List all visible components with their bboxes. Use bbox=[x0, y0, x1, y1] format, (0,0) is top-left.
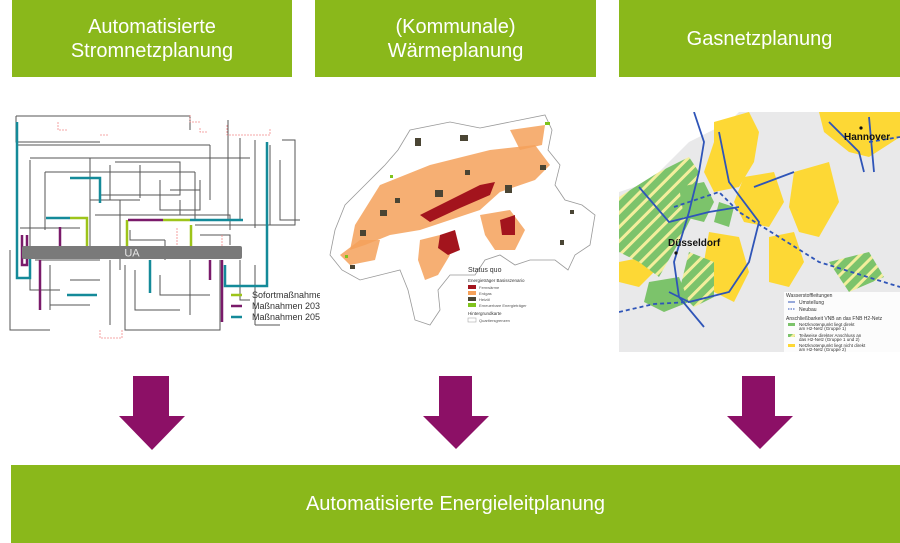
legend-title: Wasserstoffleitungen bbox=[786, 293, 833, 299]
box-title-line: Wärmeplanung bbox=[387, 39, 524, 62]
legend-swatch bbox=[788, 344, 795, 347]
legend-label: Heizöl bbox=[479, 297, 490, 302]
line-2050 bbox=[67, 260, 152, 297]
legend-bg bbox=[784, 292, 900, 352]
legend-label: Maßnahmen 2035 bbox=[252, 301, 320, 311]
city-label-hannover: Hannover bbox=[844, 132, 890, 143]
line-2050 bbox=[15, 122, 32, 280]
line-2050 bbox=[70, 176, 102, 203]
power-grid-schematic: UA Sofortmaßnahmen Maßnahmen 2035 Maßnah… bbox=[9, 115, 320, 339]
legend-swatch bbox=[468, 297, 476, 301]
box-stromnetzplanung: Automatisierte Stromnetzplanung bbox=[12, 0, 292, 77]
pipelines-neubau bbox=[619, 136, 900, 313]
box-waermeplanung: (Kommunale) Wärmeplanung bbox=[315, 0, 596, 77]
busbar-ua bbox=[22, 246, 242, 259]
legend-label: Netzknotenpunkt liegt nicht direkt bbox=[799, 343, 866, 348]
legend-label: Sofortmaßnahmen bbox=[252, 290, 320, 300]
legend-label: das H2-Netz (Gruppe 1 und 2) bbox=[799, 337, 860, 342]
legend-label: Neubau bbox=[799, 307, 817, 313]
heizoel-areas bbox=[350, 135, 574, 269]
legend-swatch bbox=[468, 291, 476, 295]
box-title-line: Gasnetzplanung bbox=[686, 27, 833, 50]
box-title-line: (Kommunale) bbox=[395, 15, 516, 38]
fernwaerme-areas bbox=[420, 182, 515, 255]
legend-swatch bbox=[467, 317, 477, 323]
line-2035 bbox=[20, 218, 224, 322]
down-arrow-icon bbox=[727, 376, 793, 449]
line-2050 bbox=[46, 216, 243, 222]
legend-panel1: Sofortmaßnahmen Maßnahmen 2035 Maßnahmen… bbox=[231, 290, 320, 322]
legend-group-title: Energieträger Basisszenario bbox=[468, 278, 525, 283]
legend-label: Teilweise direkter Anschluss an bbox=[799, 333, 862, 338]
box-title-line: Stromnetzplanung bbox=[70, 39, 234, 62]
city-markers: Hannover Düsseldorf bbox=[668, 126, 890, 255]
legend-swatch bbox=[788, 334, 795, 337]
group2-areas bbox=[619, 112, 900, 302]
legend-label: Maßnahmen 2050 bbox=[252, 312, 320, 322]
legend-title: Anschließbarkeit VNB an das FNB H2-Netz bbox=[786, 316, 883, 322]
map-blank-area bbox=[619, 112, 739, 192]
city-label-duesseldorf: Düsseldorf bbox=[668, 238, 721, 249]
legend-title: Status quo bbox=[468, 267, 502, 274]
legend-panel2: Status quo Energieträger Basisszenario F… bbox=[467, 267, 527, 323]
busbar-label: UA bbox=[124, 248, 140, 260]
legend-label: Erneuerbare Energieträger bbox=[479, 303, 527, 308]
line-2050 bbox=[223, 142, 269, 288]
city-dot-duesseldorf bbox=[674, 251, 678, 255]
down-arrow-icon bbox=[119, 376, 185, 450]
legend-panel3: Wasserstoffleitungen Umstellung Neubau A… bbox=[784, 292, 900, 352]
legend-label: Quartiersgrenzen bbox=[479, 318, 510, 323]
legend-swatch bbox=[468, 303, 476, 307]
legend-swatch bbox=[468, 285, 476, 289]
legend-label: am H2-Netz (Gruppe 1) bbox=[799, 326, 847, 331]
legend-label: am H2-Netz (Gruppe 2) bbox=[799, 347, 847, 352]
box-title-line: Automatisierte bbox=[88, 15, 216, 38]
line-sofort bbox=[70, 216, 193, 246]
city-dot-hannover bbox=[859, 126, 863, 130]
legend-swatch bbox=[788, 323, 795, 326]
legend-group-title: Hintergrundkarte bbox=[468, 311, 502, 316]
red-annotations bbox=[57, 115, 271, 339]
legend-label: Netzknotenpunkt liegt direkt bbox=[799, 322, 855, 327]
pipelines-umstellung bbox=[638, 112, 875, 328]
bottom-box-label: Automatisierte Energieleitplanung bbox=[305, 492, 606, 515]
erneuerbar-areas bbox=[345, 122, 550, 258]
down-arrow-icon bbox=[423, 376, 489, 449]
legend-label: Umstellung bbox=[799, 300, 824, 306]
box-energieleitplanung: Automatisierte Energieleitplanung bbox=[11, 465, 900, 543]
legend-label: Erdgas bbox=[479, 291, 492, 296]
heat-planning-map: Status quo Energieträger Basisszenario F… bbox=[329, 114, 596, 326]
gas-network-map: Hannover Düsseldorf Wasserstoffleitungen… bbox=[619, 112, 900, 352]
box-gasnetzplanung: Gasnetzplanung bbox=[619, 0, 900, 77]
legend-label: Fernwärme bbox=[479, 285, 500, 290]
